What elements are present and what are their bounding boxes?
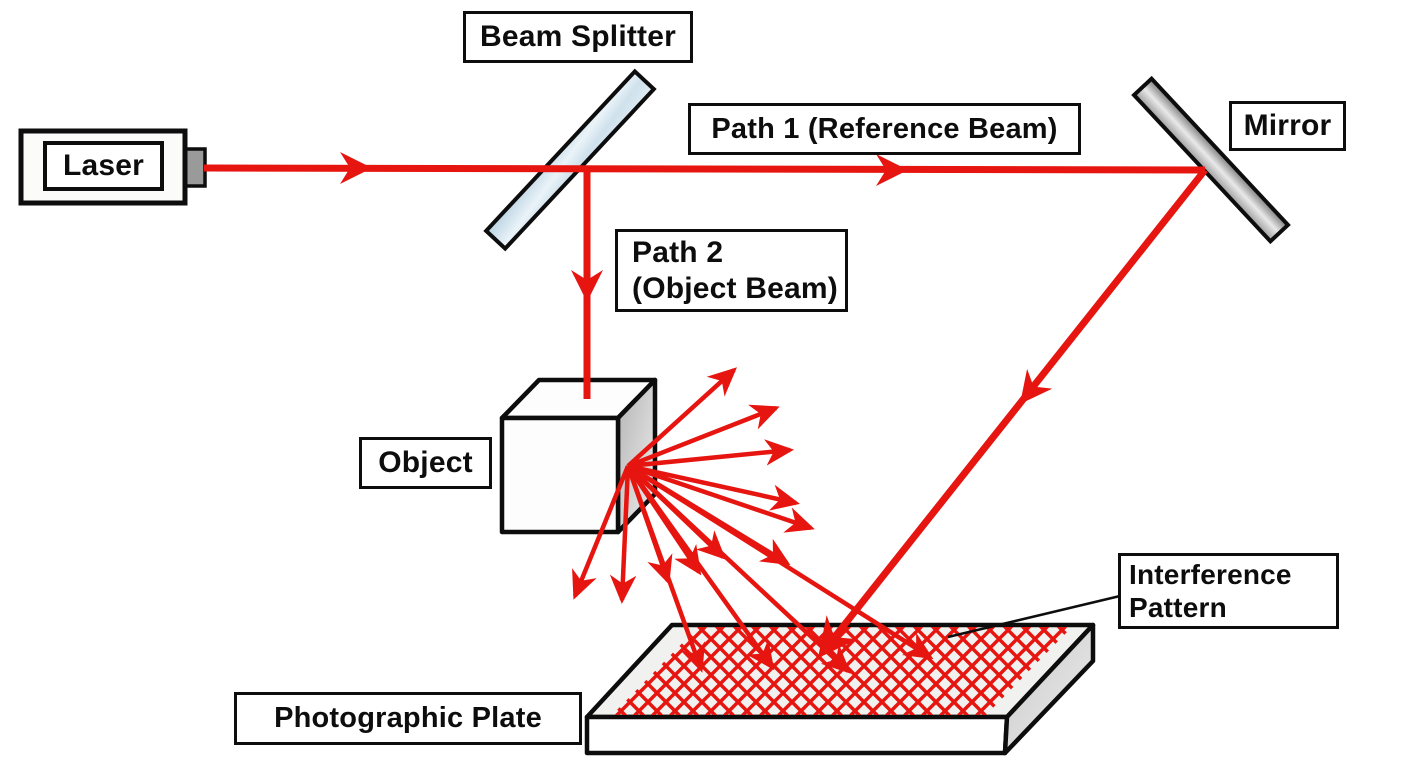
object-cube [499,377,658,535]
path2-label-line2: (Object Beam) [632,271,838,305]
mirror-beam-mid-arrowhead [1020,368,1053,404]
cube-front-face [499,415,621,535]
scatter-ray [627,404,780,469]
laser-beam-arrowhead [340,152,372,184]
laser-label: Laser [43,141,164,191]
scatter-ray [609,465,637,605]
mirror-label: Mirror [1229,101,1346,151]
path2-label-line1: Path 2 [632,236,724,270]
beam-splitter-label: Beam Splitter [463,11,693,63]
plate-right-face [1002,622,1096,756]
scatter-ray [572,465,631,600]
interference-callout-line [947,594,1121,639]
interference-label-line1: Interference [1129,558,1292,590]
scatter-ray [627,463,815,533]
path2-object-beam-label: Path 2 (Object Beam) [615,229,848,312]
beam-splitter-glass [483,68,657,252]
object-scatter-rays [572,367,934,674]
beam-arrowheads [340,152,1053,658]
mirror-beam-end-arrowhead [818,615,858,658]
scatter-ray-to-plate [626,464,775,671]
object-label: Object [359,437,492,489]
photographic-plate-label: Photographic Plate [234,692,582,745]
scatter-ray-to-plate [625,465,706,673]
reference-beam-arrowhead [876,154,908,186]
scatter-ray-to-plate [626,464,851,674]
object-beam-arrowhead [571,270,603,302]
scatter-ray-to-plate [626,464,934,660]
interference-label-line2: Pattern [1129,592,1227,623]
plate-front-face [584,714,1010,756]
interference-pattern-label: Interference Pattern [1118,553,1339,629]
scatter-ray [627,463,800,511]
scatter-ray [627,439,795,469]
scatter-ray [626,367,737,468]
mirror-to-plate-beam [819,167,1208,656]
path1-reference-beam-label: Path 1 (Reference Beam) [688,103,1081,155]
